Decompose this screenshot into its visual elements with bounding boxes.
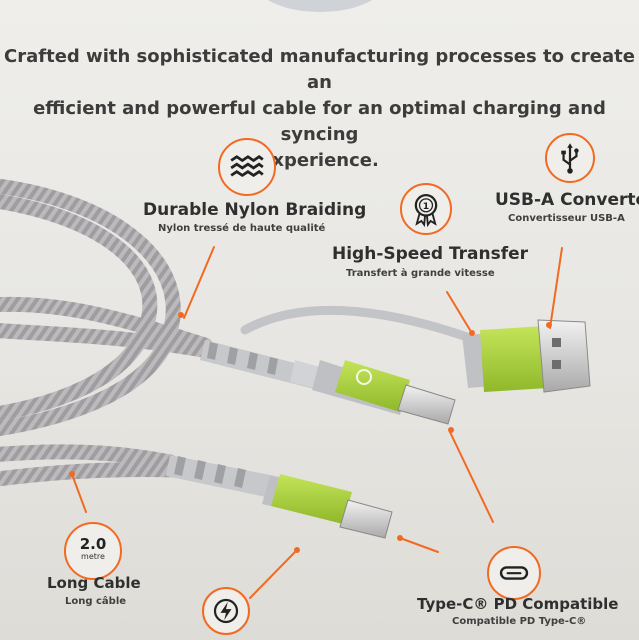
length-unit: metre xyxy=(81,552,105,561)
length-subtitle: Long câble xyxy=(65,596,127,607)
braid-icon xyxy=(218,138,276,196)
leader-lines xyxy=(72,246,563,599)
type-c-connector-top xyxy=(312,360,456,425)
headline-line-2: efficient and powerful cable for an opti… xyxy=(33,98,606,145)
length-title: Long Cable xyxy=(47,574,141,592)
length-badge: 2.0 metre xyxy=(64,522,122,580)
medal-icon: 1 xyxy=(400,183,452,235)
cable-coil xyxy=(0,178,223,487)
type-c-subtitle: Compatible PD Type-C® xyxy=(452,616,587,627)
length-value: 2.0 xyxy=(79,535,107,553)
type-c-port-icon xyxy=(487,546,541,600)
braiding-title: Durable Nylon Braiding xyxy=(143,200,367,220)
headline: Crafted with sophisticated manufacturing… xyxy=(0,44,639,174)
speed-subtitle: Transfert à grande vitesse xyxy=(346,268,495,279)
headline-line-1: Crafted with sophisticated manufacturing… xyxy=(4,46,635,93)
usb-icon xyxy=(545,133,595,183)
usb-a-connector xyxy=(462,319,591,393)
strain-relief-bottom xyxy=(166,455,285,500)
usb-a-subtitle: Convertisseur USB-A xyxy=(508,213,625,224)
leader-dots xyxy=(69,312,552,553)
headline-line-3: experience. xyxy=(260,150,379,171)
svg-text:1: 1 xyxy=(423,201,429,212)
braiding-subtitle: Nylon tressé de haute qualité xyxy=(158,223,326,234)
speed-title: High-Speed Transfer xyxy=(332,244,529,264)
usb-a-title: USB-A Converter xyxy=(495,190,639,210)
lightning-bolt-icon xyxy=(202,587,250,635)
type-c-connector-bottom xyxy=(262,474,393,539)
usb-a-branch-cable xyxy=(240,305,475,343)
type-c-title: Type-C® PD Compatible xyxy=(417,595,619,613)
